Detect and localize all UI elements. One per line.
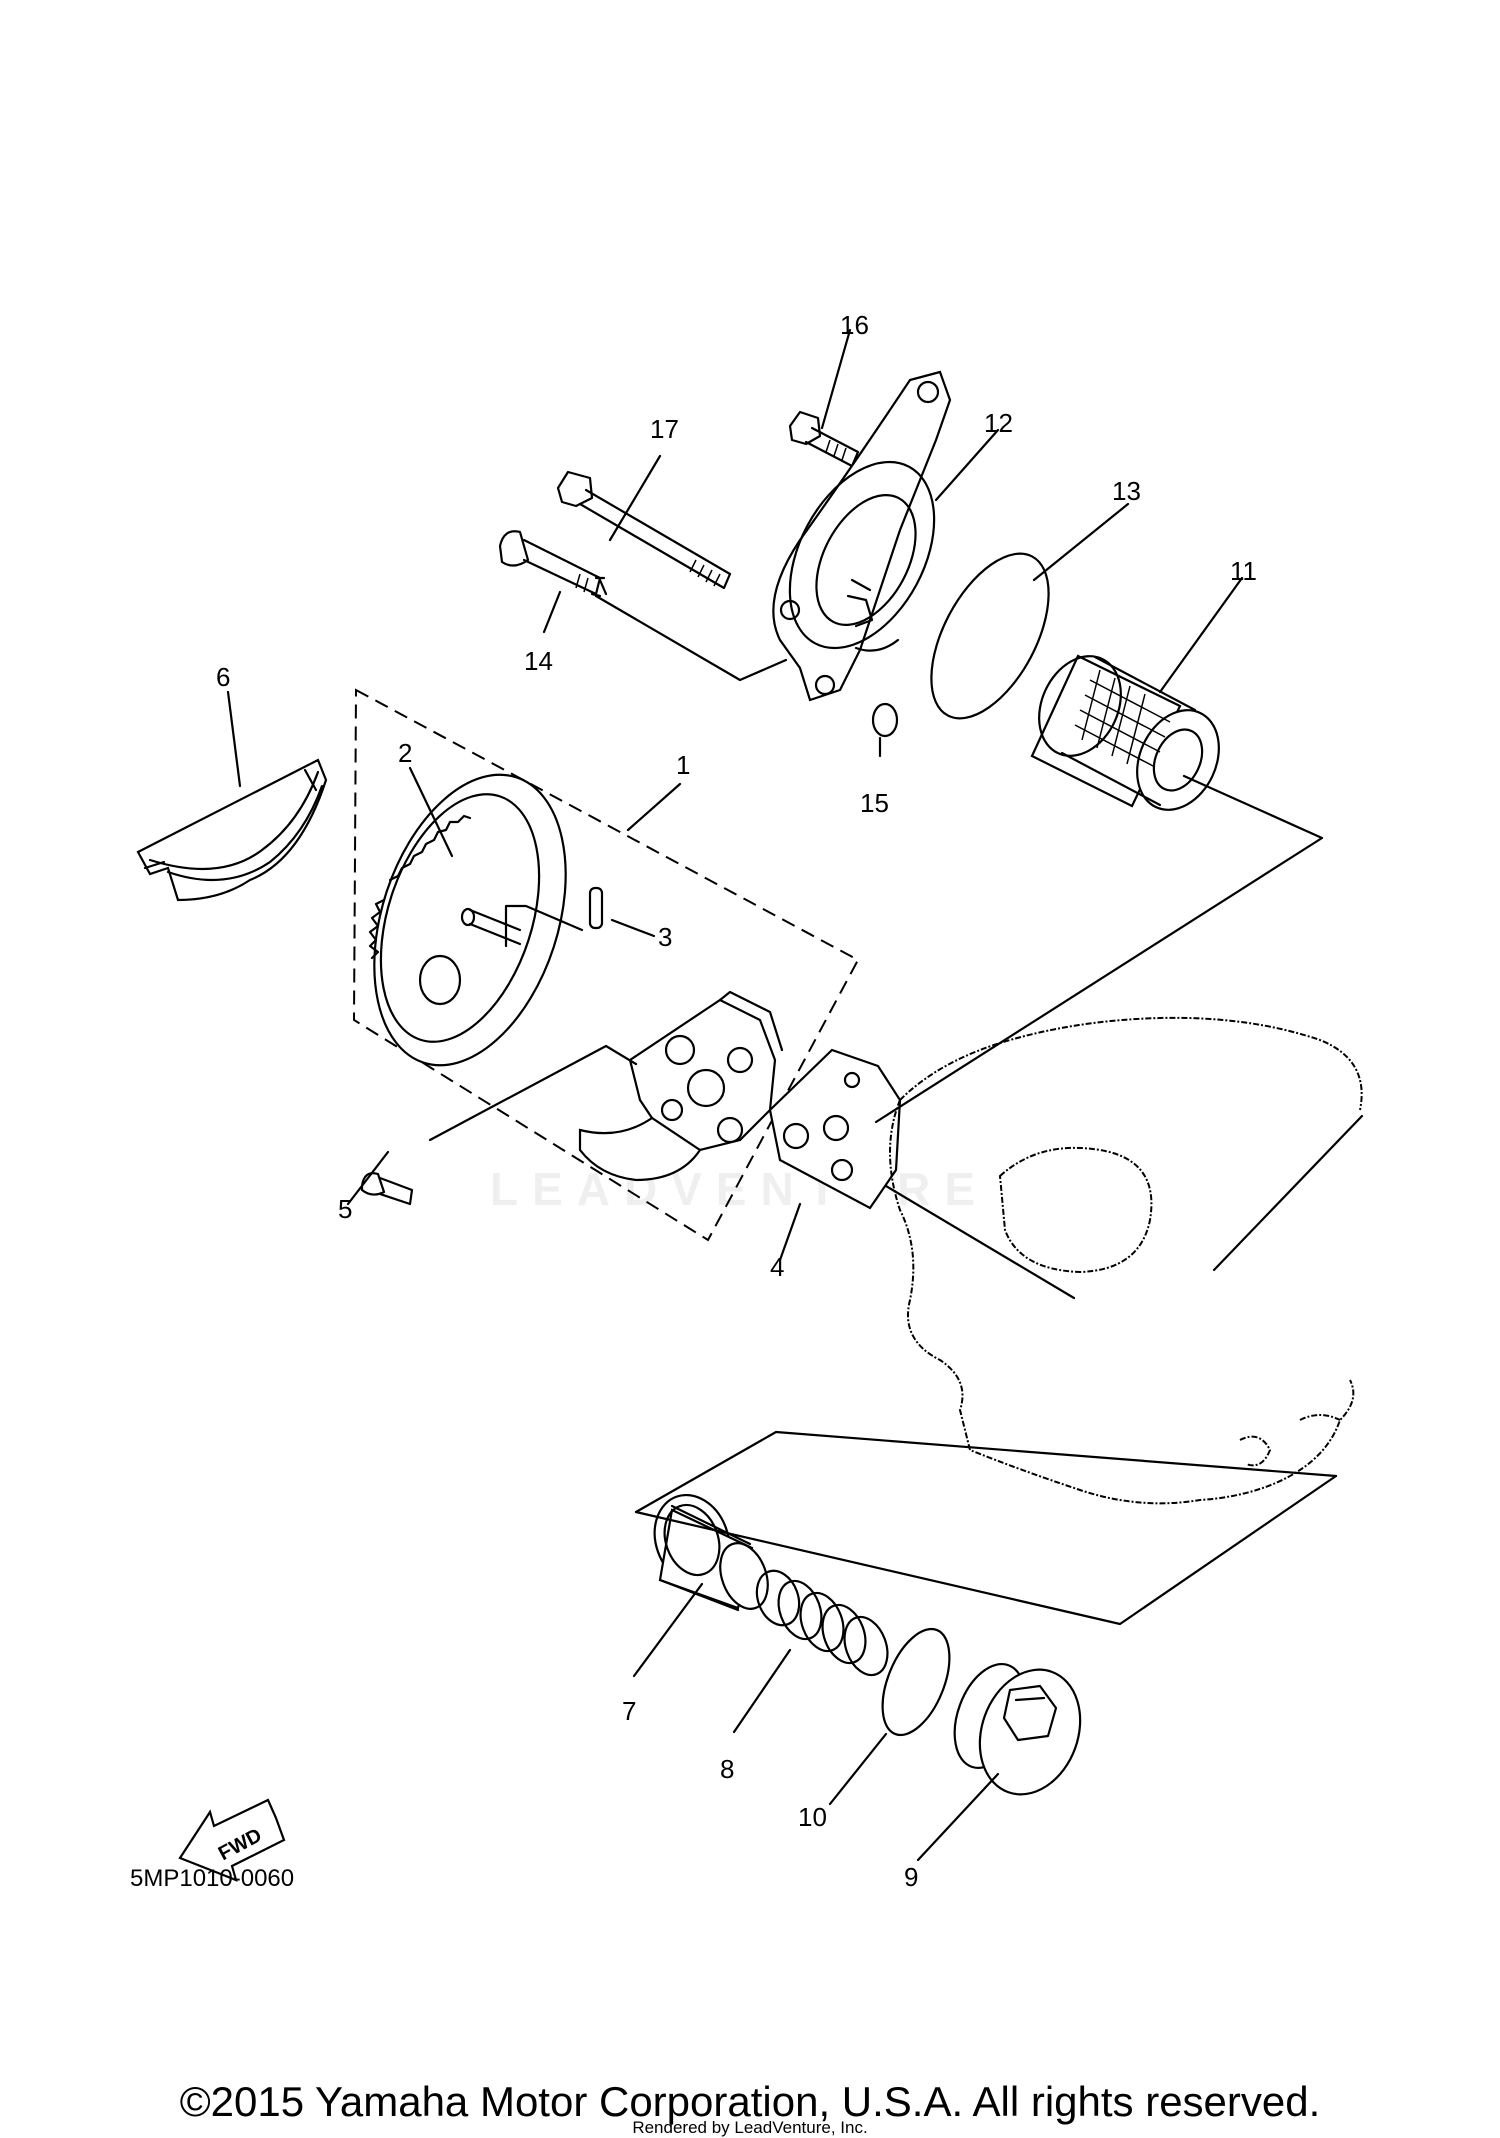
part-14-bolt [498,530,608,598]
callout-6: 6 [216,662,230,692]
callout-3: 3 [658,922,672,952]
callout-15: 15 [860,788,889,818]
callout-10: 10 [798,1802,827,1832]
callout-7: 7 [622,1696,636,1726]
part-12-filter-cover [772,370,952,702]
callout-16: 16 [840,310,869,340]
part-10-o-ring [881,1627,951,1737]
crankcase-outline [889,1016,1363,1505]
callout-12: 12 [984,408,1013,438]
callout-14: 14 [524,646,553,676]
part-13-o-ring [930,552,1050,720]
part-4-gasket [768,1048,902,1210]
copyright-notice: ©2015 Yamaha Motor Corporation, U.S.A. A… [179,2078,1321,2125]
part-8-spring [755,1569,889,1677]
callout-11: 11 [1230,556,1257,586]
callout-2: 2 [398,738,412,768]
callout-9: 9 [904,1862,918,1892]
part-5-screw [360,1172,414,1206]
rendered-by-notice: Rendered by LeadVenture, Inc. [632,2118,868,2137]
callout-8: 8 [720,1754,734,1784]
callout-17: 17 [650,414,679,444]
part-3-dowel-pin [588,886,604,930]
callout-13: 13 [1112,476,1141,506]
callout-5: 5 [338,1194,352,1224]
part-2-pump-gear [368,773,567,1067]
part-15-small-o-ring [871,702,899,738]
guide-lines [226,328,1364,1862]
diagram-code: 5MP1010-0060 [130,1865,294,1892]
part-16-bolt [788,410,860,468]
part-6-half-bearing [136,758,328,902]
part-17-long-bolt [556,470,732,590]
part-11-oil-filter [1030,654,1220,811]
watermark-text: LEADVENTURE [490,1163,989,1215]
part-9-plug [953,1662,1082,1796]
part-1-assembly-outline [352,688,860,1242]
callout-4: 4 [770,1252,784,1282]
pump-body [578,990,784,1182]
callout-1: 1 [676,750,690,780]
